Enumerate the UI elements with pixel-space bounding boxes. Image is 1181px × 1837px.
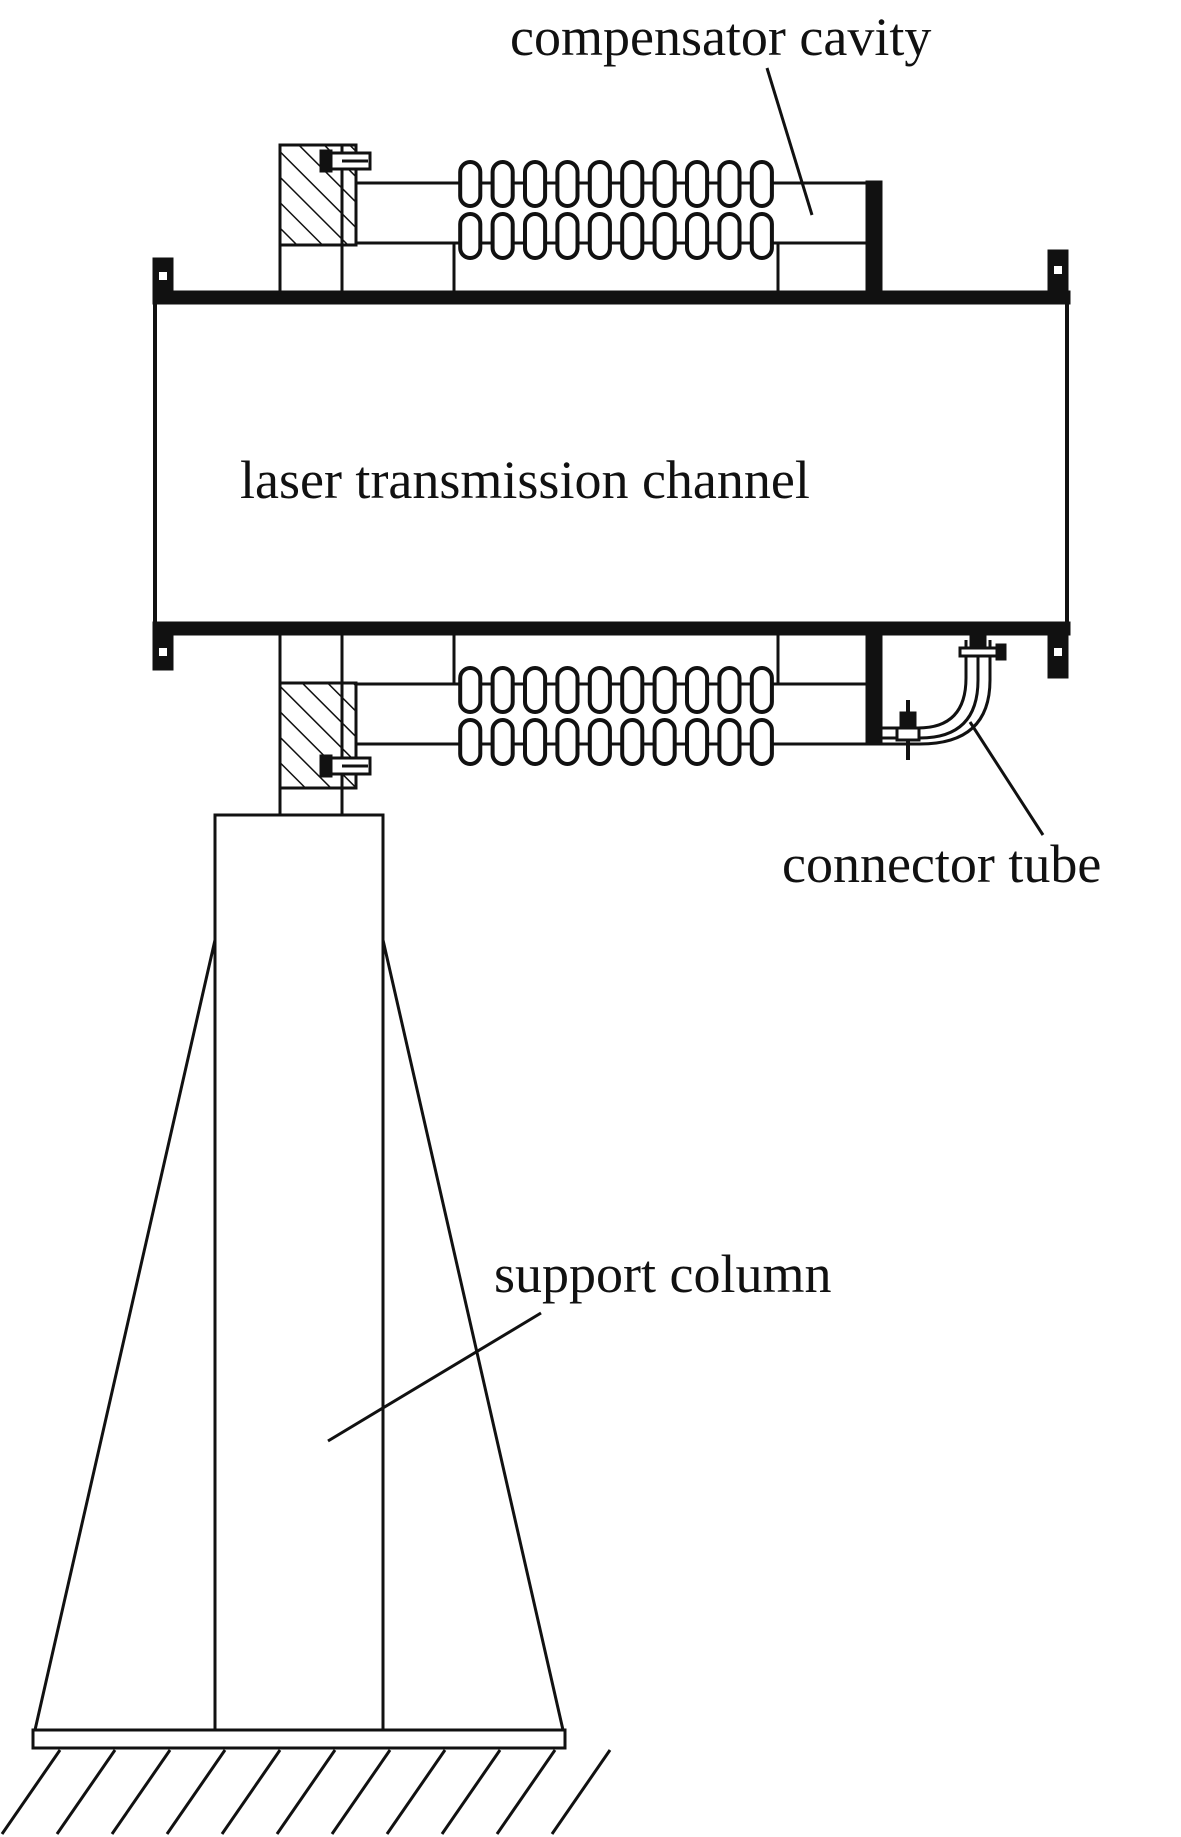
upper-guide-rods	[356, 181, 868, 245]
lower-mounting-block	[278, 635, 358, 815]
support-column	[33, 813, 565, 1732]
support-column-label: support column	[494, 1244, 831, 1304]
connector-tube-leader	[968, 721, 1045, 836]
bellows-fold	[717, 212, 742, 260]
bellows-fold	[458, 160, 483, 208]
bellows-fold	[749, 160, 774, 208]
bellows-fold	[749, 666, 774, 714]
bellows-fold	[587, 666, 612, 714]
bellows-fold	[587, 718, 612, 766]
ground-hatching	[0, 1749, 612, 1835]
support-column-leader	[327, 1311, 542, 1443]
ground-hatch-line	[0, 1749, 62, 1835]
bellows-fold	[523, 718, 548, 766]
ground-hatch-line	[165, 1749, 227, 1835]
bellows-fold	[685, 160, 710, 208]
compensator-cavity-label: compensator cavity	[510, 7, 931, 67]
laser-channel-tube	[152, 290, 1071, 636]
bellows-fold	[458, 718, 483, 766]
compensator-cavity-leader	[765, 67, 814, 216]
bellows-fold	[555, 160, 580, 208]
ground-hatch-line	[550, 1749, 612, 1835]
bellows-fold	[685, 212, 710, 260]
ground-hatch-line	[220, 1749, 282, 1835]
bellows-fold	[587, 212, 612, 260]
lower-guide-rods	[356, 682, 868, 746]
bellows-fold	[749, 718, 774, 766]
bellows-fold	[490, 666, 515, 714]
bellows-fold	[458, 666, 483, 714]
ground-hatch-line	[55, 1749, 117, 1835]
lower-end-plate	[865, 634, 883, 746]
ground-hatch-line	[330, 1749, 392, 1835]
bellows-fold	[685, 666, 710, 714]
bellows-fold	[620, 160, 645, 208]
laser-channel-label: laser transmission channel	[240, 450, 810, 510]
lower-bellows	[452, 635, 780, 766]
bellows-fold	[555, 212, 580, 260]
bellows-fold	[652, 718, 677, 766]
bellows-fold	[490, 718, 515, 766]
ground-hatch-line	[495, 1749, 557, 1835]
bellows-fold	[490, 160, 515, 208]
upper-bolt	[319, 149, 372, 173]
connector-tube-label: connector tube	[782, 834, 1101, 894]
bellows-fold	[555, 666, 580, 714]
upper-end-plate	[865, 180, 883, 292]
bellows-fold	[490, 212, 515, 260]
ground-hatch-line	[440, 1749, 502, 1835]
bellows-fold	[523, 160, 548, 208]
ground-hatch-line	[385, 1749, 447, 1835]
bellows-fold	[717, 666, 742, 714]
right-end-flange	[1047, 249, 1069, 679]
bellows-fold	[620, 212, 645, 260]
upper-bellows	[452, 160, 780, 291]
bellows-fold	[717, 160, 742, 208]
ground-hatch-line	[275, 1749, 337, 1835]
left-end-flange	[152, 257, 174, 671]
bellows-fold	[717, 718, 742, 766]
bellows-fold	[620, 666, 645, 714]
lower-bolt	[319, 754, 372, 778]
base-plate	[31, 1728, 567, 1750]
bellows-fold	[555, 718, 580, 766]
bellows-fold	[587, 160, 612, 208]
bellows-fold	[652, 212, 677, 260]
bellows-fold	[620, 718, 645, 766]
bellows-fold	[523, 666, 548, 714]
bellows-fold	[749, 212, 774, 260]
connector-tube	[868, 629, 1007, 760]
bellows-fold	[685, 718, 710, 766]
bellows-fold	[523, 212, 548, 260]
ground-hatch-line	[110, 1749, 172, 1835]
bellows-fold	[458, 212, 483, 260]
bellows-fold	[652, 160, 677, 208]
bellows-fold	[652, 666, 677, 714]
